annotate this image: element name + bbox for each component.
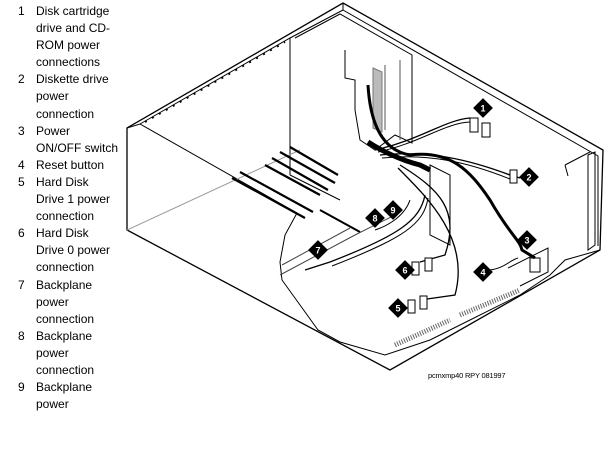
legend-item: 2 Diskette drive power connection bbox=[18, 71, 118, 122]
expansion-slots bbox=[231, 146, 339, 219]
svg-text:9: 9 bbox=[390, 206, 395, 216]
svg-text:7: 7 bbox=[315, 246, 320, 256]
legend-label: Power ON/OFF switch bbox=[36, 123, 119, 155]
chassis-outline bbox=[126, 2, 604, 371]
figure-caption: pcmxmp40 RPY 081997 bbox=[428, 371, 506, 380]
callout-6: 6 bbox=[395, 260, 415, 280]
legend-label: Disk cartridge drive and CD-ROM power co… bbox=[36, 4, 111, 70]
legend-item: 9 Backplane power bbox=[18, 379, 118, 413]
callout-9: 9 bbox=[383, 200, 403, 220]
rear-wall-inner bbox=[289, 38, 341, 201]
legend-item: 8 Backplane power connection bbox=[18, 328, 118, 379]
svg-text:5: 5 bbox=[395, 304, 400, 314]
legend-item: 1 Disk cartridge drive and CD-ROM power c… bbox=[18, 3, 118, 71]
legend-number: 4 bbox=[18, 157, 25, 172]
power-supply bbox=[294, 13, 413, 151]
svg-text:4: 4 bbox=[480, 268, 485, 278]
legend-label: Hard Disk Drive 0 power connection bbox=[36, 226, 111, 275]
reset-cable bbox=[489, 257, 519, 271]
callout-5: 5 bbox=[388, 298, 408, 318]
legend-item: 6 Hard Disk Drive 0 power connection bbox=[18, 225, 118, 276]
rear-panel-top bbox=[139, 9, 344, 125]
callout-4: 4 bbox=[473, 262, 493, 282]
callout-2: 2 bbox=[519, 167, 539, 187]
cable-hdd bbox=[399, 164, 451, 263]
legend-label: Hard Disk Drive 1 power connection bbox=[36, 174, 111, 224]
right-panel bbox=[342, 3, 599, 246]
legend-number: 9 bbox=[18, 380, 25, 395]
legend-number: 6 bbox=[18, 226, 25, 241]
cable-bundle bbox=[366, 139, 432, 173]
callout-8: 8 bbox=[365, 208, 385, 228]
cable-backplane bbox=[304, 194, 426, 271]
legend-label: Backplane power bbox=[36, 380, 93, 412]
legend-label: Backplane power connection bbox=[36, 328, 95, 377]
svg-text:1: 1 bbox=[480, 104, 485, 114]
legend-number: 3 bbox=[18, 123, 25, 138]
callout-1: 1 bbox=[473, 98, 493, 118]
svg-text:6: 6 bbox=[402, 266, 407, 276]
legend-number: 1 bbox=[18, 4, 25, 18]
legend-item: 5 Hard Disk Drive 1 power connection bbox=[18, 174, 118, 225]
legend-label: Reset button bbox=[36, 157, 105, 172]
callout-7: 7 bbox=[308, 240, 328, 260]
legend-item: 4 Reset button bbox=[18, 157, 118, 174]
power-cable-black bbox=[366, 84, 536, 260]
svg-text:2: 2 bbox=[526, 173, 531, 183]
legend-item: 3 Power ON/OFF switch bbox=[18, 123, 118, 157]
legend-number: 2 bbox=[18, 72, 25, 87]
svg-text:3: 3 bbox=[524, 236, 529, 246]
svg-text:8: 8 bbox=[372, 214, 377, 224]
cutaway-edge bbox=[279, 212, 601, 356]
legend: 1 Disk cartridge drive and CD-ROM power c… bbox=[18, 3, 118, 413]
front-panel bbox=[507, 247, 549, 287]
floor-edge bbox=[126, 149, 301, 231]
legend-number: 8 bbox=[18, 328, 25, 343]
legend-label: Backplane power connection bbox=[36, 277, 95, 326]
cable-drive-2 bbox=[379, 153, 521, 179]
cable-drive-1 bbox=[374, 117, 476, 151]
legend-number: 7 bbox=[18, 277, 25, 292]
legend-item: 7 Backplane power connection bbox=[18, 277, 118, 328]
power-switch bbox=[529, 257, 541, 273]
legend-number: 5 bbox=[18, 174, 25, 189]
legend-label: Diskette drive power connection bbox=[36, 72, 109, 121]
